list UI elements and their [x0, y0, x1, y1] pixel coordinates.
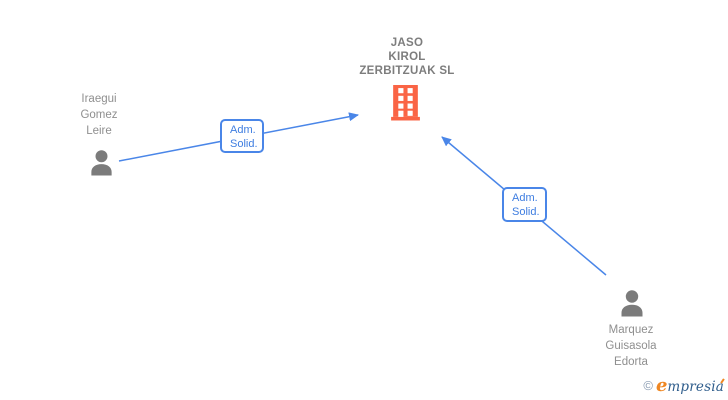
building-icon[interactable] — [391, 85, 420, 121]
person-icon[interactable] — [88, 149, 115, 177]
person-name-line: Edorta — [614, 356, 648, 368]
person-name-line: Gomez — [80, 109, 118, 121]
edge-label-line: Solid. — [512, 206, 540, 218]
logo-brand-text: mpresia — [667, 379, 724, 395]
logo-brand-initial: e — [655, 375, 668, 396]
company-node-name[interactable]: JASO KIROL ZERBITZUAK SL — [327, 36, 487, 78]
copyright-symbol: © — [643, 378, 653, 393]
person-icon[interactable] — [618, 289, 646, 318]
person-name-line: Iraegui — [81, 93, 117, 105]
edge-label-line: Adm. — [512, 192, 538, 204]
person-node-name-left[interactable]: Iraegui Gomez Leire — [39, 91, 159, 139]
company-name-line: JASO — [390, 37, 424, 49]
empresia-logo[interactable]: ©empresia — [643, 375, 725, 396]
person-name-line: Marquez — [608, 324, 654, 336]
person-name-line: Leire — [86, 125, 112, 137]
person-node-name-right[interactable]: Marquez Guisasola Edorta — [571, 322, 691, 370]
company-name-line: KIROL — [388, 51, 426, 63]
company-name-line: ZERBITZUAK SL — [359, 65, 455, 77]
edge-label-adm-solid-right: Adm. Solid. — [502, 187, 547, 222]
edge-label-line: Solid. — [230, 138, 258, 150]
person-name-line: Guisasola — [605, 340, 657, 352]
edge-label-line: Adm. — [230, 124, 256, 136]
edge-label-adm-solid-left: Adm. Solid. — [220, 119, 264, 153]
